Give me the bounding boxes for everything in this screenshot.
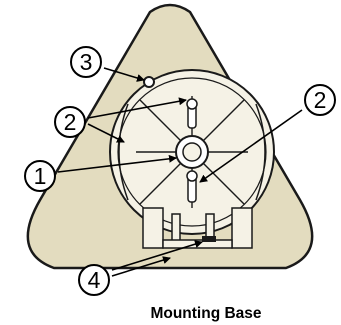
svg-text:4: 4 xyxy=(88,267,101,293)
keyhole-slot-top xyxy=(187,99,197,128)
locating-pin xyxy=(144,77,154,87)
figure-caption: Mounting Base xyxy=(150,305,261,322)
svg-text:1: 1 xyxy=(34,163,47,189)
callout-2-right: 2 xyxy=(305,85,335,115)
bottom-cable-slot xyxy=(202,236,216,242)
svg-text:3: 3 xyxy=(80,49,93,75)
callout-2-left: 2 xyxy=(55,107,85,137)
svg-text:2: 2 xyxy=(64,109,77,135)
callout-4: 4 xyxy=(79,265,109,295)
callout-1: 1 xyxy=(25,161,55,191)
callout-3: 3 xyxy=(71,47,101,77)
center-hole-inner xyxy=(183,143,201,161)
svg-text:2: 2 xyxy=(314,87,327,113)
keyhole-slot-bottom xyxy=(187,171,197,202)
